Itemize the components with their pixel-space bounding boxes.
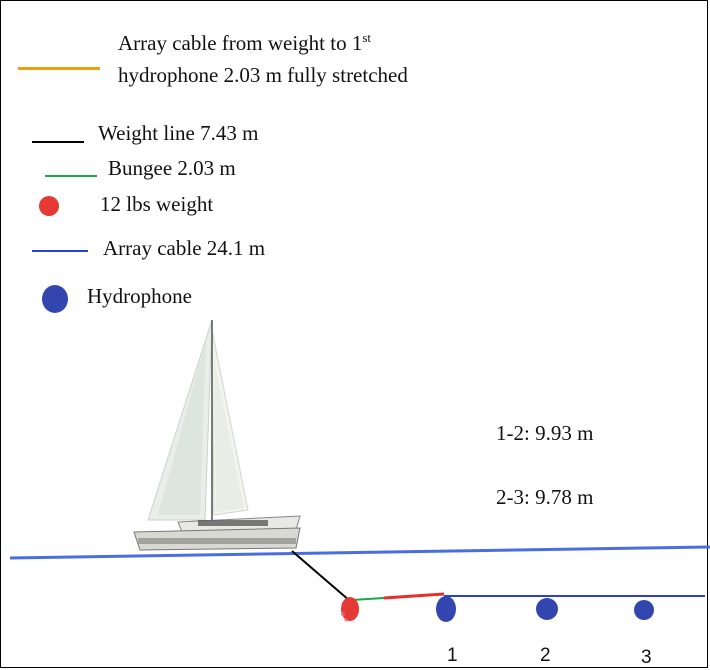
legend-array-cable-label: Array cable 24.1 m	[103, 236, 266, 260]
hydrophone-2	[536, 598, 558, 620]
legend-array-segment-label-line1: Array cable from weight to 1st	[118, 30, 372, 55]
legend-array-cable-swatch	[32, 250, 88, 252]
legend-bungee-label: Bungee 2.03 m	[108, 156, 236, 180]
hydrophone-3	[634, 600, 654, 620]
legend-weight-swatch	[39, 196, 59, 216]
hydrophone-3-label: 3	[641, 647, 652, 668]
bungee	[351, 597, 385, 601]
catamaran-illustration	[133, 319, 301, 551]
legend-weight-label: 12 lbs weight	[100, 192, 214, 216]
hydrophone-2-label: 2	[540, 645, 551, 666]
legend-weight-line-label: Weight line 7.43 m	[98, 121, 259, 145]
distance-1-2-label: 1-2: 9.93 m	[496, 421, 594, 445]
legend-bungee-swatch	[45, 175, 97, 177]
hydrophone-1	[436, 596, 456, 622]
water-surface-line	[9, 545, 710, 560]
legend-array-segment-label-line2: hydrophone 2.03 m fully stretched	[118, 63, 408, 87]
distance-2-3-label: 2-3: 9.78 m	[496, 485, 594, 509]
legend-array-segment-swatch	[18, 67, 100, 70]
legend-hydrophone-label: Hydrophone	[87, 284, 192, 308]
legend-weight-line-swatch	[32, 141, 84, 143]
array-cable-segment	[383, 592, 445, 600]
legend-hydrophone-swatch	[42, 285, 68, 313]
weight-line	[291, 550, 351, 602]
hydrophone-1-label: 1	[447, 645, 458, 666]
weight-marker	[341, 597, 359, 621]
